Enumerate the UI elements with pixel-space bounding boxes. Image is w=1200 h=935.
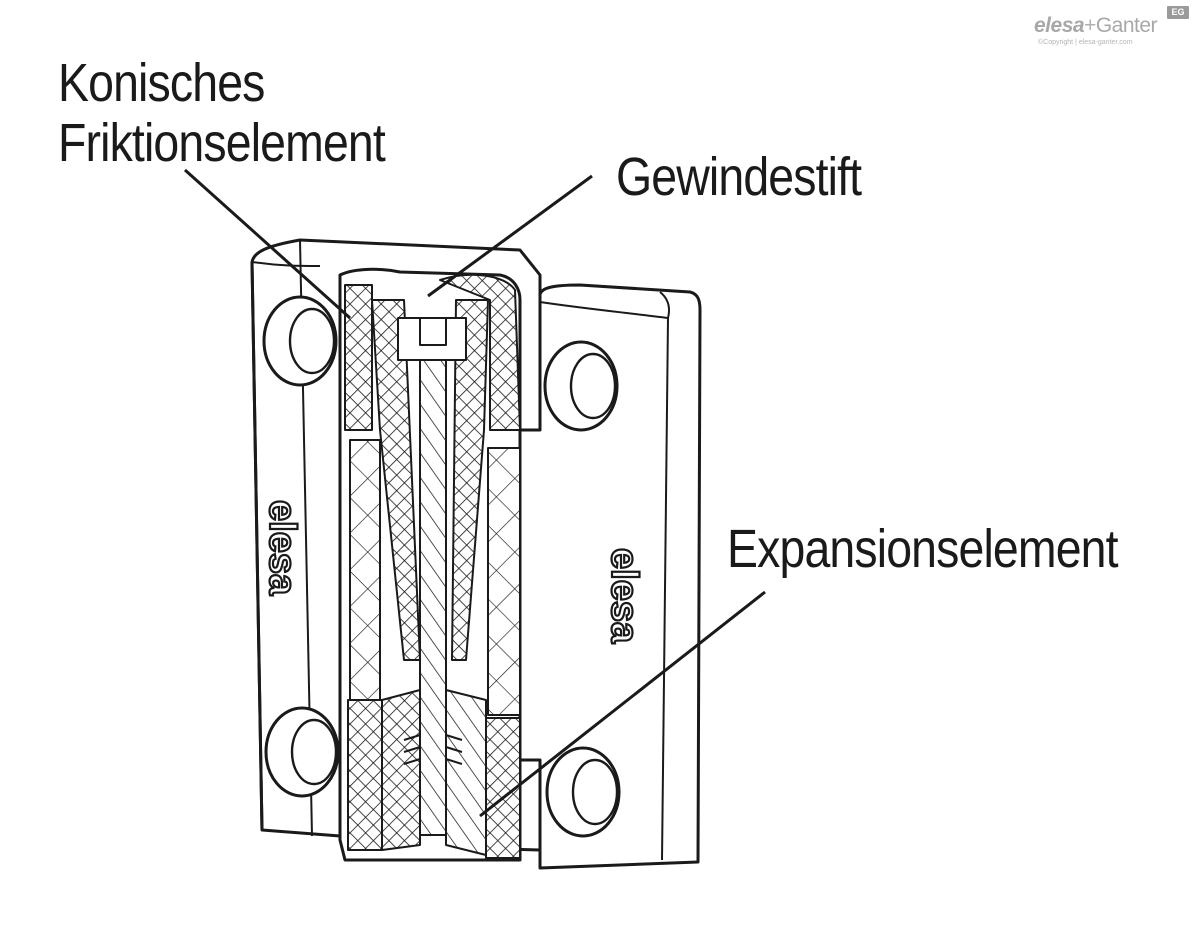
hole-bottom-right [545, 746, 621, 838]
leader-line-conical [183, 168, 352, 320]
logo-wordmark: elesa+Ganter [1034, 14, 1158, 37]
label-conical-line2: Friktionselement [58, 113, 386, 173]
left-leaf-marking: elesa [261, 500, 303, 596]
right-leaf [518, 283, 702, 870]
hole-top-left [262, 295, 338, 387]
leader-line-expansion [479, 590, 766, 818]
knuckle-section [338, 267, 522, 862]
hole-bottom-left [264, 706, 340, 798]
logo-copyright: ©Copyright | elesa-ganter.com [1038, 39, 1133, 46]
right-leaf-marking: elesa [603, 548, 645, 644]
logo-brand-2: Ganter [1095, 14, 1158, 37]
hole-top-right [543, 340, 619, 432]
elesa-ganter-logo: elesa+Ganter EG ©Copyright | elesa-gante… [1030, 6, 1190, 48]
label-screw: Gewindestift [616, 147, 862, 207]
label-expansion: Expansionselement [727, 519, 1119, 579]
label-conical-line1: Konisches [58, 53, 265, 113]
leader-line-screw [427, 174, 593, 298]
logo-brand-1: elesa [1034, 14, 1085, 37]
logo-badge: EG [1167, 6, 1189, 19]
